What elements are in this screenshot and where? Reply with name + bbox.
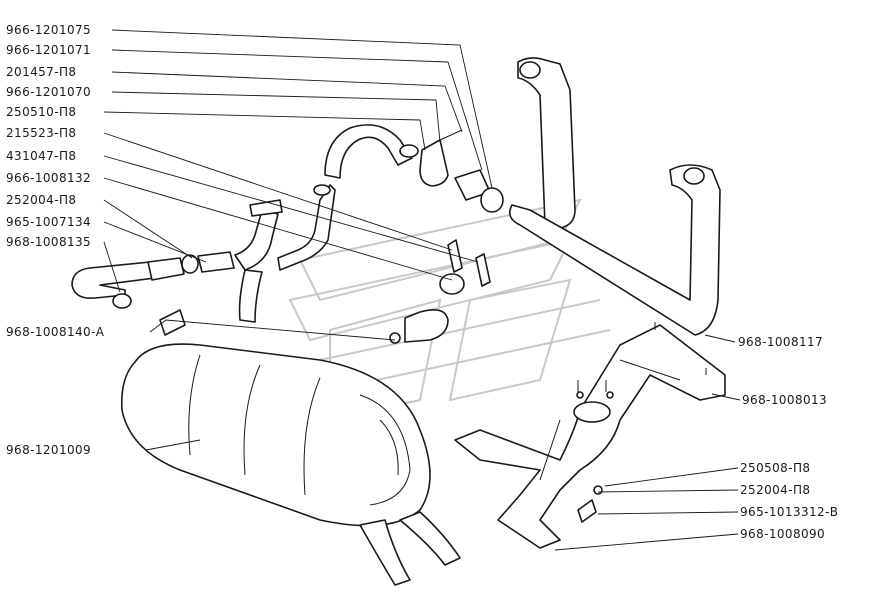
label-968-1008117: 968-1008117: [738, 335, 823, 349]
leader-lines: [103, 29, 741, 551]
label-201457-p8: 201457-П8: [6, 65, 76, 79]
label-968-1008013: 968-1008013: [742, 393, 827, 407]
label-252004-p8-left: 252004-П8: [6, 193, 76, 207]
label-250508-p8: 250508-П8: [740, 461, 810, 475]
muffler: [120, 343, 461, 586]
cross-member: [454, 322, 726, 549]
label-965-1013312-v: 965-1013312-В: [740, 505, 838, 519]
label-966-1201071: 966-1201071: [6, 43, 91, 57]
label-250510-p8: 250510-П8: [6, 105, 76, 119]
label-966-1201075: 966-1201075: [6, 23, 91, 37]
intermediate-pipe: [159, 124, 419, 336]
label-431047-p8: 431047-П8: [6, 149, 76, 163]
clamp: [419, 129, 504, 213]
label-966-1008132: 966-1008132: [6, 171, 91, 185]
label-968-1008135: 968-1008135: [6, 235, 91, 249]
label-968-1201009: 968-1201009: [6, 443, 91, 457]
label-215523-p8: 215523-П8: [6, 126, 76, 140]
label-965-1007134: 965-1007134: [6, 215, 91, 229]
front-pipe-left: [71, 251, 235, 309]
label-968-1008140-a: 968-1008140-А: [6, 325, 105, 339]
studs-gaskets: [389, 239, 491, 344]
label-252004-p8-right: 252004-П8: [740, 483, 810, 497]
label-966-1201070: 966-1201070: [6, 85, 91, 99]
y-pipe: [509, 57, 721, 336]
label-968-1008090: 968-1008090: [740, 527, 825, 541]
